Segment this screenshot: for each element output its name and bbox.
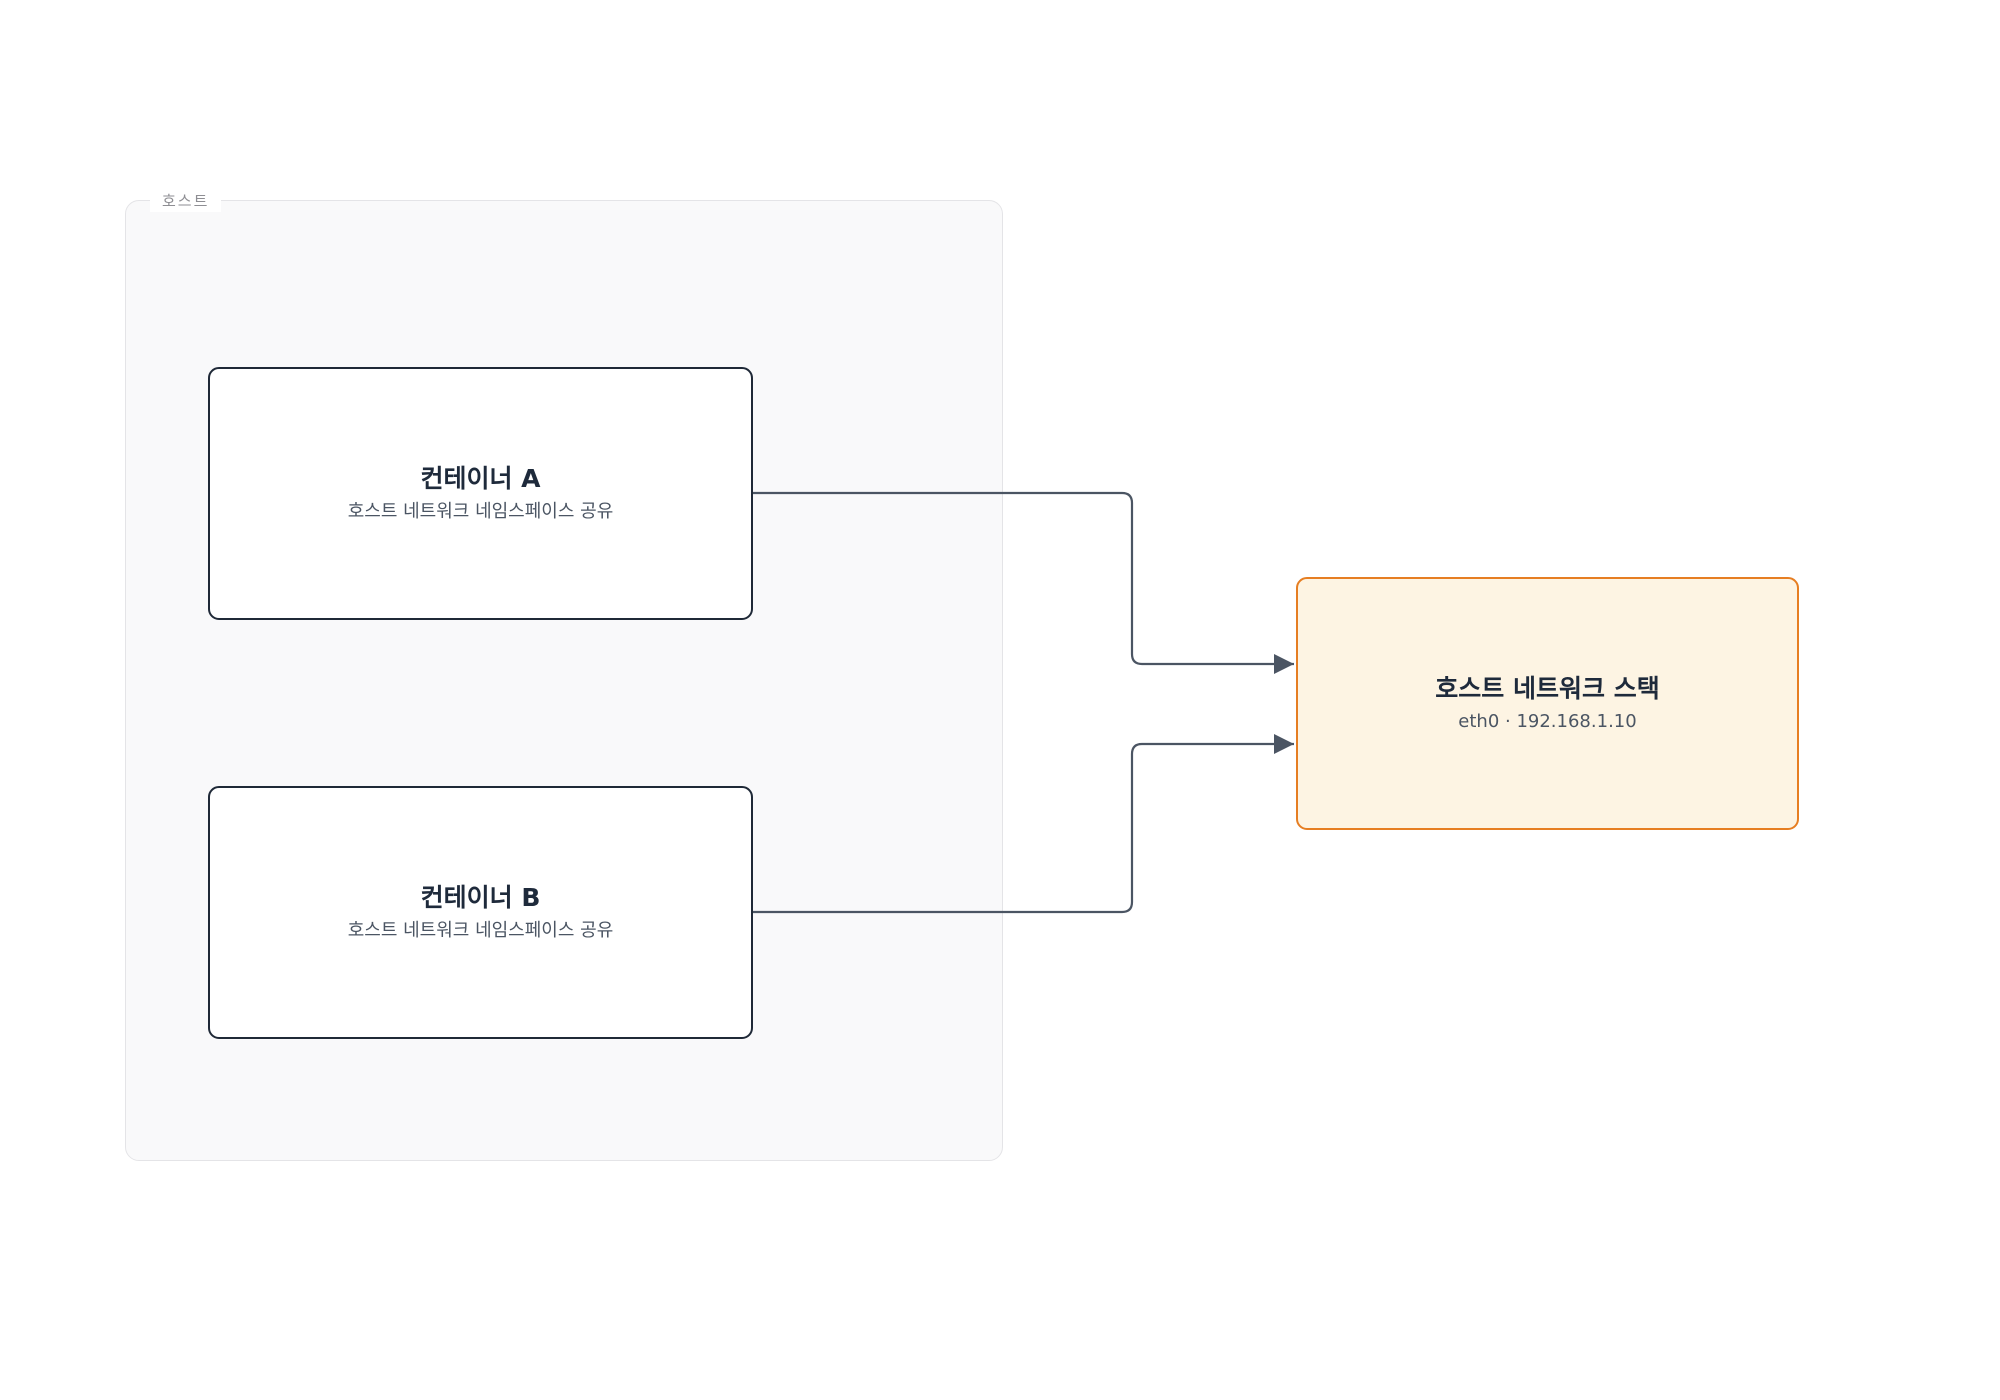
host-network-stack-subtitle: eth0 · 192.168.1.10 <box>1458 710 1637 732</box>
edge-container-b-to-host-stack <box>753 734 1294 914</box>
container-b-subtitle: 호스트 네트워크 네임스페이스 공유 <box>347 919 614 941</box>
host-group-label: 호스트 <box>150 190 222 212</box>
host-network-stack-title: 호스트 네트워크 스택 <box>1435 673 1660 703</box>
container-b-node[interactable]: 컨테이너 B 호스트 네트워크 네임스페이스 공유 <box>208 786 753 1039</box>
container-b-title: 컨테이너 B <box>420 882 541 912</box>
container-a-node[interactable]: 컨테이너 A 호스트 네트워크 네임스페이스 공유 <box>208 367 753 620</box>
edge-container-a-to-host-stack <box>753 491 1294 674</box>
container-a-title: 컨테이너 A <box>420 463 541 493</box>
host-network-stack-node[interactable]: 호스트 네트워크 스택 eth0 · 192.168.1.10 <box>1296 577 1799 830</box>
container-a-subtitle: 호스트 네트워크 네임스페이스 공유 <box>347 500 614 522</box>
